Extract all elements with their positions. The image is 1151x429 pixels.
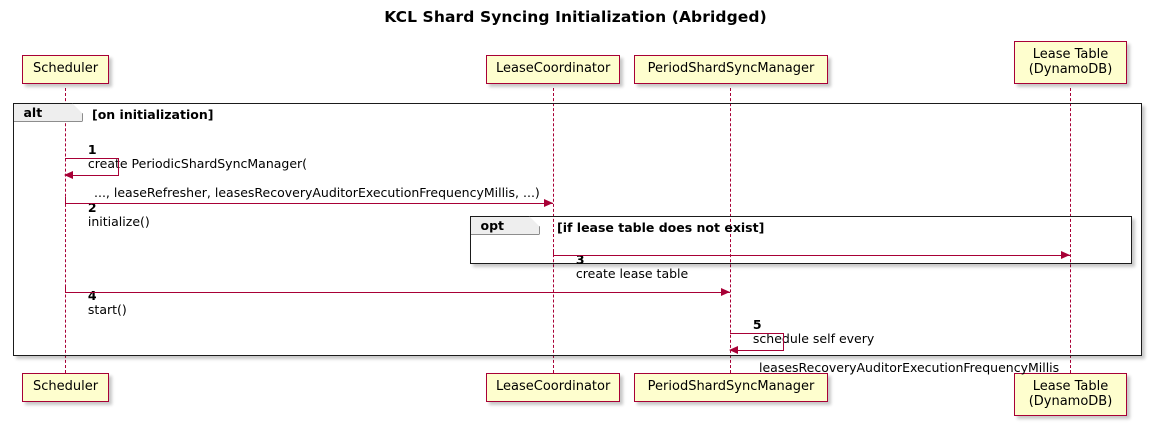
participant-leasecoordinator-top[interactable]: LeaseCoordinator	[486, 55, 620, 84]
message-4-label: 4 start()	[72, 274, 127, 332]
message-2-number: 2	[87, 199, 97, 215]
message-4-arrowhead	[721, 288, 730, 296]
message-4-line	[65, 292, 730, 293]
message-4-text-line1: start()	[87, 302, 127, 317]
participant-leasetable-top[interactable]: Lease Table (DynamoDB)	[1014, 41, 1127, 84]
message-1-text-line1: create PeriodicShardSyncManager(	[87, 156, 308, 171]
page-title: KCL Shard Syncing Initialization (Abridg…	[384, 8, 767, 26]
message-3-number: 3	[575, 251, 585, 267]
message-5-label: 5 schedule self every leasesRecoveryAudi…	[737, 303, 1059, 390]
message-3-text-line1: create lease table	[575, 266, 689, 281]
fragment-opt-create-lease-table: opt	[470, 216, 1132, 264]
message-1-selfcall-loop	[65, 158, 119, 176]
lifeline-scheduler	[65, 88, 66, 373]
message-3-line	[553, 255, 1070, 256]
message-2-origin-tick	[65, 197, 66, 204]
message-4-number: 4	[87, 287, 97, 303]
fragment-guard-alt: [on initialization]	[92, 107, 214, 122]
message-1-number: 1	[87, 141, 97, 157]
lifeline-periodshardsyncmanager	[730, 88, 731, 373]
message-3-origin-tick	[553, 249, 554, 256]
lifeline-leasetable	[1070, 88, 1071, 373]
message-2-label: 2 initialize()	[72, 186, 150, 244]
participant-leasecoordinator-bottom[interactable]: LeaseCoordinator	[486, 373, 620, 402]
message-3-label: 3 create lease table	[560, 238, 688, 296]
message-4-origin-tick	[65, 286, 66, 293]
message-2-line	[65, 203, 553, 204]
message-2-text-line1: initialize()	[87, 214, 150, 229]
message-5-text-line1: schedule self every	[752, 331, 875, 346]
message-1-text-line2: ..., leaseRefresher, leasesRecoveryAudit…	[94, 185, 540, 200]
participant-leasetable-bottom[interactable]: Lease Table (DynamoDB)	[1014, 373, 1127, 416]
fragment-operator-opt: opt	[470, 216, 540, 235]
lifeline-leasecoordinator	[553, 88, 554, 373]
participant-periodshardsyncmanager-top[interactable]: PeriodShardSyncManager	[634, 55, 828, 84]
fragment-operator-alt: alt	[13, 103, 83, 122]
message-2-arrowhead	[544, 199, 553, 207]
participant-periodshardsyncmanager-bottom[interactable]: PeriodShardSyncManager	[634, 373, 828, 402]
message-5-text-line2: leasesRecoveryAuditorExecutionFrequencyM…	[759, 360, 1060, 375]
message-3-arrowhead	[1061, 251, 1070, 259]
participant-scheduler-top[interactable]: Scheduler	[22, 55, 109, 84]
message-5-number: 5	[752, 316, 762, 332]
message-5-arrowhead	[729, 346, 738, 354]
message-1-label: 1 create PeriodicShardSyncManager( ..., …	[72, 128, 540, 215]
fragment-guard-opt: [if lease table does not exist]	[557, 220, 765, 235]
message-1-arrowhead	[64, 171, 73, 179]
fragment-alt-on-initialization: alt	[13, 103, 1142, 356]
message-5-selfcall-loop	[730, 333, 784, 351]
participant-scheduler-bottom[interactable]: Scheduler	[22, 373, 109, 402]
